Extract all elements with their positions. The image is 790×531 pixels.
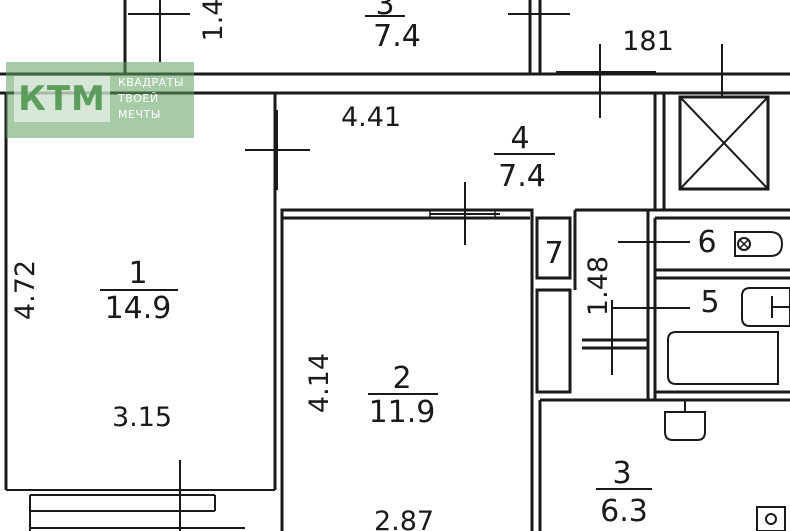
closet-7 <box>535 216 572 394</box>
bathtub <box>667 287 790 385</box>
dim-room2-width: 2.87 <box>374 506 434 531</box>
dim-corridor-length: 4.41 <box>341 102 401 133</box>
room-3-area: 6.3 <box>600 494 648 529</box>
room-2-walls <box>280 208 534 531</box>
dim-top-right: 181 <box>622 26 674 57</box>
dim-room1-height: 4.72 <box>10 260 41 320</box>
window-bottom-left <box>29 494 245 531</box>
room-2-number: 2 <box>392 361 411 396</box>
dim-room2-height: 4.14 <box>304 353 335 413</box>
stove <box>756 506 786 531</box>
room-1-area: 14.9 <box>105 291 172 326</box>
room-6-number: 6 <box>697 225 716 260</box>
logo-tagline-line-2: ТВОЕЙ <box>118 92 159 105</box>
room-5-number: 5 <box>700 285 719 320</box>
logo-tagline-line-3: МЕЧТЫ <box>118 108 161 121</box>
dimension-lines <box>128 0 723 531</box>
sink <box>664 400 706 441</box>
ventilation-shaft <box>678 95 770 191</box>
room-4-number: 4 <box>510 121 529 156</box>
room-2-area: 11.9 <box>369 395 436 430</box>
brand-logo: КТМ КВАДРАТЫ ТВОЕЙ МЕЧТЫ <box>6 62 194 138</box>
room-7-number: 7 <box>544 236 563 271</box>
room-4-area: 7.4 <box>498 159 546 194</box>
logo-letters: КТМ <box>14 76 110 122</box>
top-room-area: 7.4 <box>373 19 421 54</box>
dim-closet-height: 1.48 <box>583 256 614 316</box>
logo-tagline-line-1: КВАДРАТЫ <box>118 76 185 89</box>
room-1-number: 1 <box>128 256 147 291</box>
room-1-walls <box>4 93 277 491</box>
service-walls <box>538 93 790 531</box>
toilet-fixture <box>734 231 784 257</box>
dim-top-left-vertical: 1.4 <box>198 0 229 41</box>
dim-room1-width: 3.15 <box>112 402 172 433</box>
room-3-number: 3 <box>612 456 631 491</box>
